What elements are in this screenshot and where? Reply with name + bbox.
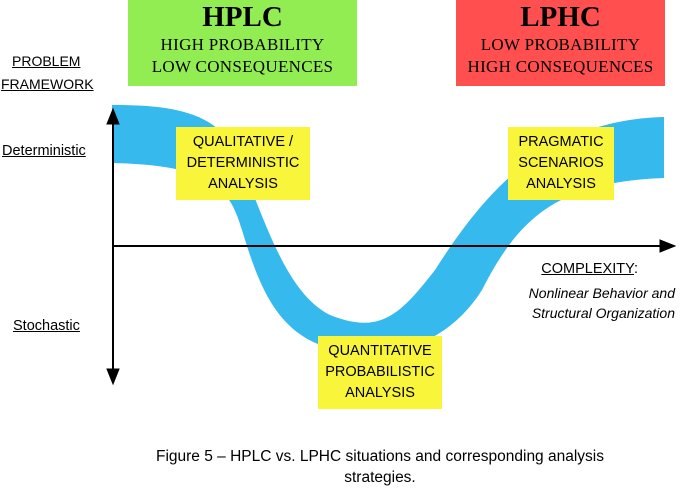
quantitative-analysis-box: QUANTITATIVE PROBABILISTIC ANALYSIS	[318, 336, 442, 409]
x-axis-subtitle-line1: Nonlinear Behavior and	[528, 285, 675, 301]
hplc-box: HPLC HIGH PROBABILITY LOW CONSEQUENCES	[128, 0, 357, 86]
pragmatic-line: SCENARIOS	[518, 155, 604, 171]
x-axis-title: COMPLEXITY:	[541, 261, 638, 277]
quantitative-line: QUANTITATIVE	[328, 343, 432, 359]
qualitative-line: ANALYSIS	[208, 176, 278, 192]
hplc-line2: LOW CONSEQUENCES	[151, 57, 334, 76]
qualitative-analysis-box: QUALITATIVE / DETERMINISTIC ANALYSIS	[176, 127, 310, 200]
x-axis-subtitle-line2: Structural Organization	[531, 305, 675, 321]
hplc-line1: HIGH PROBABILITY	[160, 35, 325, 54]
y-axis-title-line1: PROBLEM	[12, 53, 81, 69]
caption-line1: Figure 5 – HPLC vs. LPHC situations and …	[155, 448, 604, 465]
hplc-code: HPLC	[202, 1, 283, 33]
x-axis-title-suffix: :	[633, 261, 638, 277]
lphc-line2: HIGH CONSEQUENCES	[467, 57, 654, 76]
caption-line2: strategies.	[344, 469, 416, 486]
quantitative-line: PROBABILISTIC	[325, 364, 435, 380]
y-axis-top-label: Deterministic	[2, 143, 86, 159]
pragmatic-analysis-box: PRAGMATIC SCENARIOS ANALYSIS	[508, 127, 614, 200]
qualitative-line: DETERMINISTIC	[186, 155, 300, 171]
quantitative-line: ANALYSIS	[345, 385, 415, 401]
lphc-line1: LOW PROBABILITY	[480, 35, 641, 54]
pragmatic-line: PRAGMATIC	[518, 134, 604, 150]
figure-caption: Figure 5 – HPLC vs. LPHC situations and …	[60, 446, 690, 488]
x-axis-title-text: COMPLEXITY	[541, 261, 634, 277]
y-axis-bottom-label: Stochastic	[13, 318, 80, 334]
y-axis-title-line2: FRAMEWORK	[1, 76, 94, 92]
lphc-box: LPHC LOW PROBABILITY HIGH CONSEQUENCES	[456, 0, 665, 86]
x-axis	[113, 239, 677, 253]
pragmatic-line: ANALYSIS	[526, 176, 596, 192]
qualitative-line: QUALITATIVE /	[192, 134, 294, 150]
lphc-code: LPHC	[520, 1, 601, 33]
